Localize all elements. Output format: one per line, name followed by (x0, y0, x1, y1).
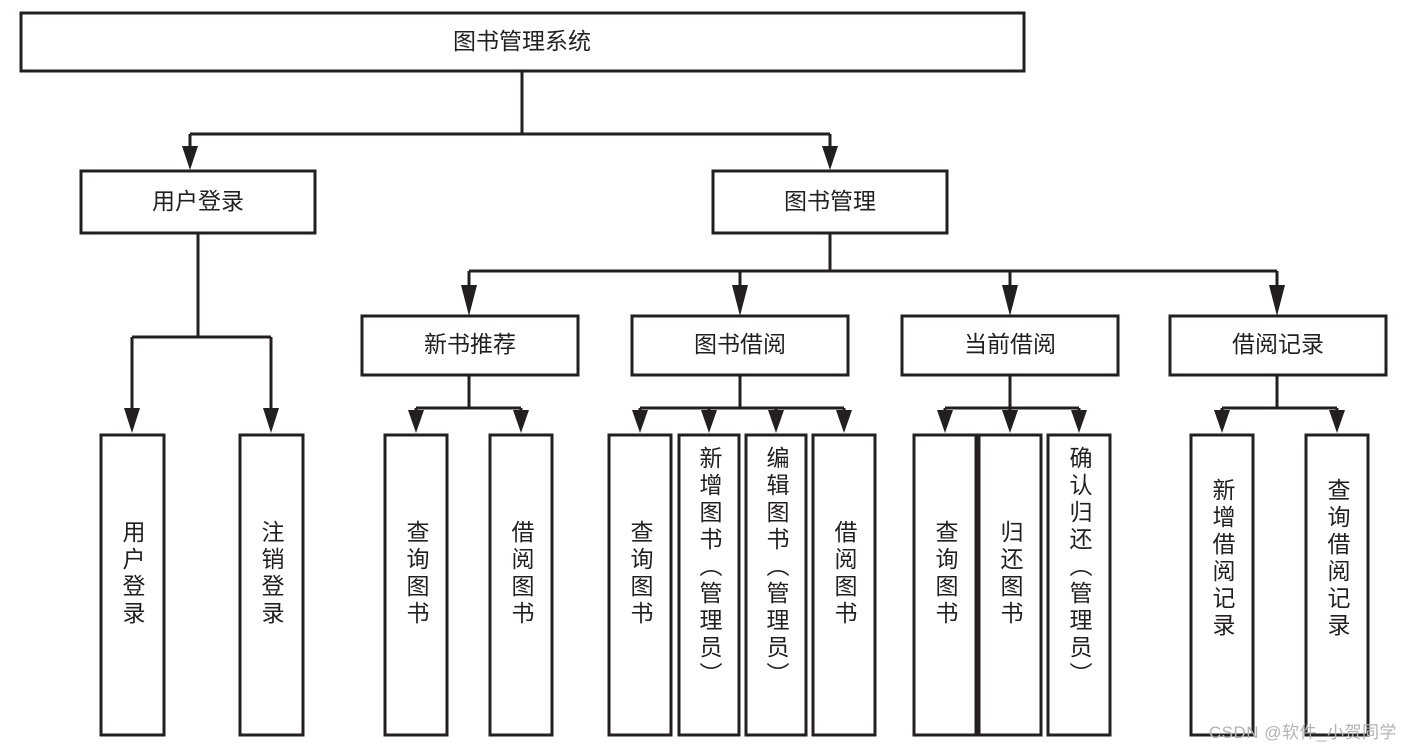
node-book-management-label: 图书管理 (784, 188, 876, 214)
leaf-new-book-borrow-box[interactable] (488, 433, 554, 737)
csdn-watermark: CSDN @软件_小贺同学 (1208, 723, 1397, 742)
leaf-record-query[interactable]: 查询借阅记录 (1304, 433, 1370, 737)
node-book-borrow-label: 图书借阅 (694, 331, 786, 357)
arrow-head-nb-borrow-book (513, 410, 529, 433)
leaf-borrow-add-book-label: 新增图书（管理员） (696, 446, 723, 689)
node-new-book-recommend[interactable]: 新书推荐 (360, 314, 580, 377)
arrow-head-cb-return-book (1002, 410, 1018, 433)
leaf-borrow-query-book-box[interactable] (607, 433, 673, 737)
node-book-management-box[interactable] (711, 169, 949, 235)
leaf-record-query-label: 查询借阅记录 (1324, 478, 1351, 640)
node-current-borrow-box[interactable] (900, 314, 1120, 377)
leaf-borrow-borrow-book-label: 借阅图书 (831, 520, 858, 628)
arrow-head-user-login (182, 146, 198, 170)
arrow-head-leaf-logout (263, 408, 279, 433)
arrow-head-new-book (461, 285, 477, 316)
arrow-head-bb-borrow-book (836, 410, 852, 433)
node-new-book-recommend-label: 新书推荐 (424, 331, 516, 357)
leaf-current-confirm-return-box[interactable] (1046, 433, 1112, 737)
leaf-borrow-borrow-book[interactable]: 借阅图书 (811, 433, 877, 737)
node-user-login-box[interactable] (79, 169, 317, 235)
arrow-head-bb-query-book (632, 410, 648, 433)
leaf-new-book-borrow[interactable]: 借阅图书 (488, 433, 554, 737)
arrow-head-br-query-record (1329, 410, 1345, 433)
leaf-user-login-login[interactable]: 用户登录 (99, 433, 166, 737)
leaf-new-book-query[interactable]: 查询图书 (383, 433, 449, 737)
node-current-borrow[interactable]: 当前借阅 (900, 314, 1120, 377)
leaf-user-login-logout[interactable]: 注销登录 (238, 433, 305, 737)
arrow-head-br-add-record (1214, 410, 1230, 433)
leaf-record-add-label: 新增借阅记录 (1209, 478, 1236, 640)
leaf-borrow-edit-book-label: 编辑图书（管理员） (763, 446, 790, 689)
arrow-head-book-mgmt (822, 146, 838, 170)
leaf-record-add[interactable]: 新增借阅记录 (1189, 433, 1255, 737)
node-book-management[interactable]: 图书管理 (711, 169, 949, 235)
arrow-head-borrow-record (1269, 285, 1285, 316)
leaf-record-add-box[interactable] (1189, 433, 1255, 737)
leaf-current-return-book-box[interactable] (977, 433, 1043, 737)
leaf-borrow-add-book-box[interactable] (677, 433, 741, 737)
node-book-borrow[interactable]: 图书借阅 (630, 314, 850, 377)
leaf-borrow-query-book[interactable]: 查询图书 (607, 433, 673, 737)
leaf-new-book-query-box[interactable] (383, 433, 449, 737)
leaf-new-book-query-label: 查询图书 (403, 520, 430, 628)
leaf-current-query-book-box[interactable] (912, 433, 978, 737)
leaf-current-query-book-label: 查询图书 (932, 520, 959, 628)
leaf-current-query-book[interactable]: 查询图书 (912, 433, 978, 737)
connector-group (124, 71, 1345, 433)
leaf-borrow-edit-book[interactable]: 编辑图书（管理员） (744, 433, 808, 737)
arrow-head-nb-query-book (408, 410, 424, 433)
leaf-user-login-logout-box[interactable] (238, 433, 305, 737)
arrow-head-bb-add-book (701, 410, 717, 433)
leaf-borrow-borrow-book-box[interactable] (811, 433, 877, 737)
arrow-head-book-borrow (732, 285, 748, 316)
node-root-label: 图书管理系统 (453, 28, 591, 54)
node-root[interactable]: 图书管理系统 (19, 11, 1026, 73)
leaf-current-confirm-return-label: 确认归还（管理员） (1066, 446, 1093, 689)
node-user-login[interactable]: 用户登录 (79, 169, 317, 235)
leaf-current-return-book[interactable]: 归还图书 (977, 433, 1043, 737)
node-book-borrow-box[interactable] (630, 314, 850, 377)
node-root-box[interactable] (19, 11, 1026, 73)
leaf-record-query-box[interactable] (1304, 433, 1370, 737)
node-borrow-record-box[interactable] (1168, 314, 1388, 377)
node-new-book-recommend-box[interactable] (360, 314, 580, 377)
node-borrow-record-label: 借阅记录 (1232, 331, 1324, 357)
leaf-current-confirm-return[interactable]: 确认归还（管理员） (1046, 433, 1112, 737)
leaf-current-return-book-label: 归还图书 (997, 520, 1024, 628)
arrow-head-current-borrow (1002, 285, 1018, 316)
leaf-borrow-query-book-label: 查询图书 (627, 520, 654, 628)
leaf-user-login-logout-label: 注销登录 (258, 520, 285, 628)
node-borrow-record[interactable]: 借阅记录 (1168, 314, 1388, 377)
leaf-user-login-login-box[interactable] (99, 433, 166, 737)
leaf-user-login-login-label: 用户登录 (119, 520, 146, 628)
leaf-borrow-edit-book-box[interactable] (744, 433, 808, 737)
leaf-new-book-borrow-label: 借阅图书 (508, 520, 535, 628)
node-current-borrow-label: 当前借阅 (964, 331, 1056, 357)
arrow-head-leaf-user-login (124, 408, 140, 433)
node-user-login-label: 用户登录 (152, 188, 244, 214)
arrow-head-cb-query-book (937, 410, 953, 433)
leaf-borrow-add-book[interactable]: 新增图书（管理员） (677, 433, 741, 737)
arrow-head-cb-confirm-return (1071, 410, 1087, 433)
arrow-head-bb-edit-book (768, 410, 784, 433)
